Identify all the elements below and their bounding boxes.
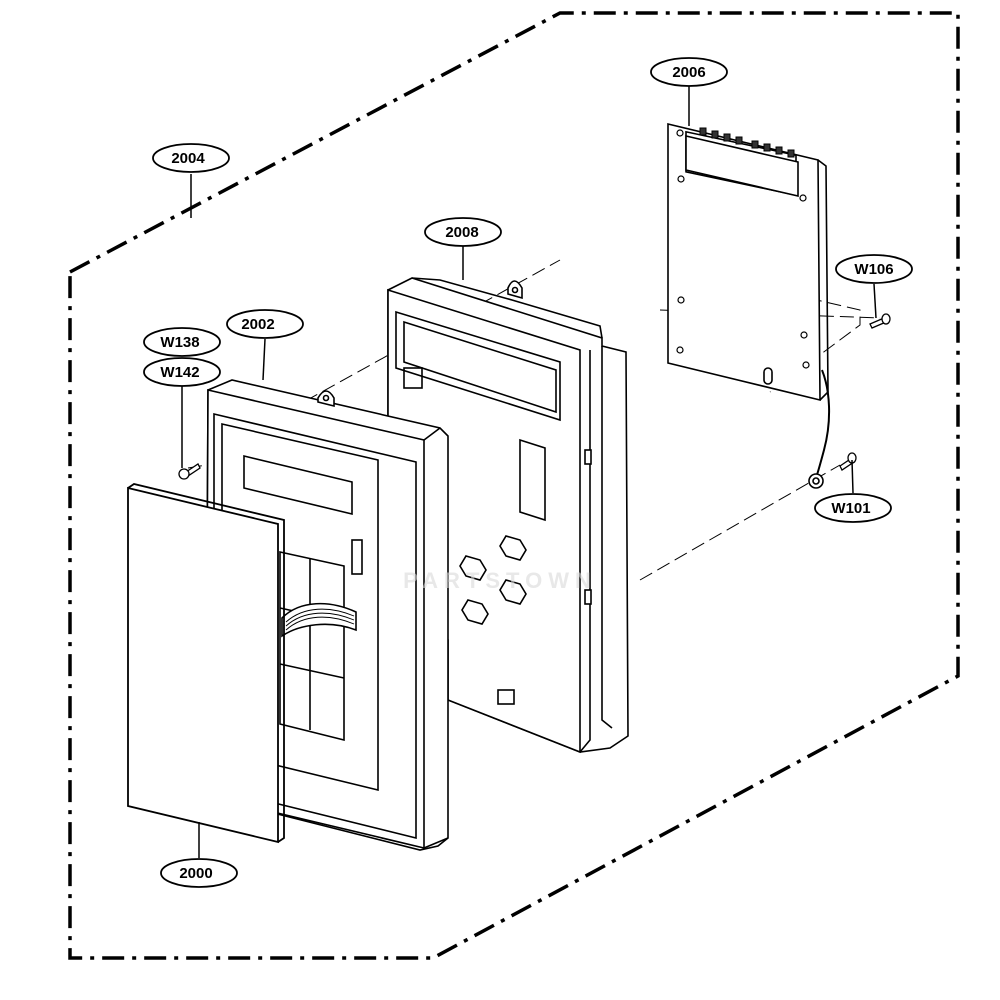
callout-w138-ellipse [143,327,221,357]
callouts [143,57,913,888]
callout-w106-ellipse [835,254,913,284]
callout-2004-label: 2004 [171,150,205,167]
callout-w142-label: W142 [160,364,199,381]
callout-2006-ellipse [650,57,728,87]
callout-labels: 2004 2006 2008 2002 W138 W142 W106 W101 … [160,64,893,882]
callout-2002-ellipse [226,309,304,339]
callout-2000-ellipse [160,858,238,888]
bracket-2008 [387,277,629,754]
callout-w101-ellipse [814,493,892,523]
callout-w106-label: W106 [854,261,893,278]
pcb-2006 [667,122,831,489]
callout-w101-label: W101 [831,500,870,517]
watermark-text: PARTSTOWN [403,568,597,593]
overlay-sheet-2000 [127,483,285,844]
callout-2008-label: 2008 [445,224,478,241]
callout-w142-ellipse [143,357,221,387]
screw-w138-w142 [178,463,201,480]
screw-w101 [839,452,857,471]
leader-lines [181,86,877,858]
callout-2004-ellipse [152,143,230,173]
callout-w138-label: W138 [160,334,199,351]
callout-2006-label: 2006 [672,64,705,81]
assembly-boundary-2004 [68,11,960,960]
screw-w106 [869,313,891,329]
callout-2008-ellipse [424,217,502,247]
callout-2000-label: 2000 [179,865,212,882]
callout-2002-label: 2002 [241,316,274,333]
